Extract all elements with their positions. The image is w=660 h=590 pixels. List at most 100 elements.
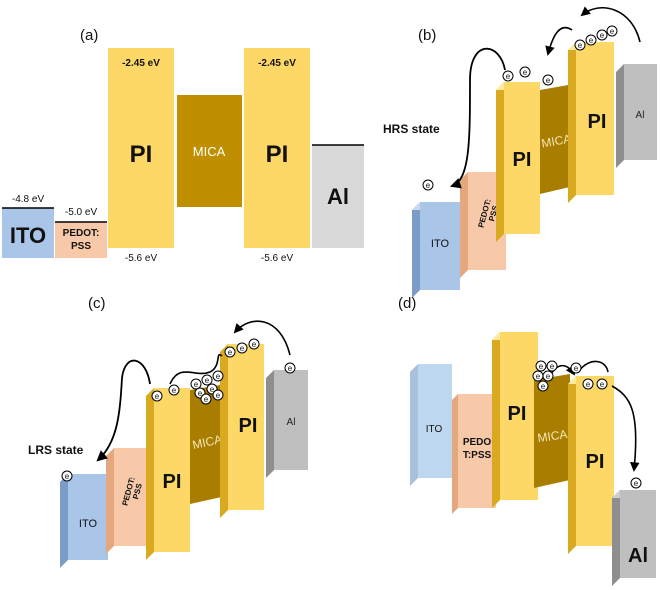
- svg-text:e: e: [578, 41, 583, 50]
- mica-block: [177, 95, 242, 207]
- mica-label: MICA: [540, 132, 572, 151]
- pedot-energy-label: -5.0 eV: [65, 207, 98, 218]
- svg-text:e: e: [600, 380, 605, 389]
- al-label: Al: [327, 184, 349, 209]
- pi-right-block: [244, 48, 310, 248]
- electron-path-arrow: [580, 6, 641, 43]
- svg-text:e: e: [536, 372, 541, 381]
- ito-label: ITO: [426, 424, 443, 435]
- electron-path-arrow: [96, 359, 151, 462]
- svg-text:e: e: [634, 479, 639, 488]
- ito-block: [68, 474, 108, 560]
- electron: e: [570, 362, 582, 374]
- svg-text:e: e: [198, 389, 203, 398]
- svg-text:e: e: [204, 395, 209, 404]
- electron: e: [201, 374, 213, 386]
- electron: e: [61, 470, 73, 482]
- electron: e: [582, 378, 594, 390]
- al-block: [620, 490, 656, 578]
- pi-left-label: PI: [508, 403, 527, 425]
- pedot-label-line2: T:PSS: [463, 450, 492, 461]
- electron: e: [542, 370, 554, 382]
- svg-text:e: e: [574, 364, 579, 373]
- al-label: Al: [636, 110, 645, 121]
- svg-text:e: e: [586, 380, 591, 389]
- lrs-state-label: LRS state: [28, 443, 84, 457]
- electron: e: [284, 362, 296, 374]
- pi-right-block: [228, 344, 264, 510]
- pi-right-block: [576, 376, 614, 546]
- electron-path-arrow: [577, 360, 609, 373]
- svg-text:e: e: [589, 36, 594, 45]
- pedot-label-line1: PEDO: [463, 437, 492, 448]
- electron: e: [200, 393, 212, 405]
- ito-energy-label: -4.8 eV: [12, 194, 45, 205]
- electron: e: [532, 370, 544, 382]
- electron: e: [224, 346, 236, 358]
- electron-path-arrow: [611, 385, 640, 472]
- electron: e: [212, 389, 224, 401]
- pi-left-label: PI: [130, 141, 153, 168]
- electron: e: [585, 34, 597, 46]
- svg-text:e: e: [539, 362, 544, 371]
- mica-label: MICA: [537, 427, 569, 445]
- pedot-block: [458, 394, 496, 508]
- electron: e: [151, 390, 163, 402]
- panel-c-label: (c): [88, 295, 106, 312]
- panel-c: (c) ITO PEDOT: PSS PI MICA PI Al LRS sta…: [28, 295, 308, 568]
- pi-left-block: [500, 332, 538, 500]
- electron: e: [212, 370, 224, 382]
- svg-text:e: e: [228, 348, 233, 357]
- ito-block: [2, 208, 54, 258]
- svg-text:e: e: [205, 376, 210, 385]
- al-block: [312, 145, 364, 248]
- svg-text:e: e: [546, 372, 551, 381]
- svg-text:e: e: [216, 372, 221, 381]
- al-label: Al: [287, 417, 296, 428]
- svg-text:e: e: [426, 181, 431, 190]
- electron-path-arrow: [233, 320, 291, 356]
- pi-left-block: [108, 48, 174, 248]
- electron-path-arrow: [169, 353, 223, 385]
- svg-text:e: e: [252, 340, 257, 349]
- electron: e: [422, 179, 434, 191]
- svg-text:e: e: [541, 382, 546, 391]
- pedot-label-line2: PSS: [71, 241, 91, 252]
- svg-text:e: e: [155, 392, 160, 401]
- electron: e: [236, 342, 248, 354]
- pi-right-block: [576, 42, 614, 195]
- panel-a-label: (a): [80, 27, 98, 44]
- svg-text:e: e: [523, 68, 528, 77]
- svg-text:e: e: [288, 364, 293, 373]
- svg-text:e: e: [550, 362, 555, 371]
- electron: e: [606, 25, 618, 37]
- al-block: [624, 64, 657, 160]
- pedot-block: [114, 448, 152, 546]
- pi-left-label: PI: [163, 471, 182, 493]
- electron: e: [190, 378, 202, 390]
- ito-block: [418, 364, 452, 478]
- ito-label: ITO: [431, 238, 450, 250]
- svg-text:e: e: [65, 472, 70, 481]
- pedot-label-line1: PEDOT:: [63, 228, 100, 239]
- svg-text:e: e: [546, 76, 551, 85]
- svg-text:e: e: [506, 72, 511, 81]
- electron-path-arrow: [449, 47, 506, 189]
- panel-d-label: (d): [398, 295, 416, 312]
- pi-right-label: PI: [266, 141, 289, 168]
- panel-b-label: (b): [418, 27, 436, 44]
- svg-text:e: e: [210, 385, 215, 394]
- electron: e: [630, 477, 642, 489]
- ito-label: ITO: [79, 518, 98, 530]
- electron: e: [519, 66, 531, 78]
- svg-text:e: e: [194, 380, 199, 389]
- electron: e: [537, 380, 549, 392]
- electron: e: [248, 338, 260, 350]
- al-label: Al: [628, 545, 648, 567]
- panel-b: (b) ITO PEDOT: PSS PI MICA PI Al HRS sta…: [383, 6, 657, 298]
- electron: e: [542, 74, 554, 86]
- electron: e: [535, 360, 547, 372]
- pi-left-top-energy: -2.45 eV: [122, 58, 160, 69]
- pi-right-bottom-energy: -5.6 eV: [261, 253, 294, 264]
- pi-right-top-energy: -2.45 eV: [258, 58, 296, 69]
